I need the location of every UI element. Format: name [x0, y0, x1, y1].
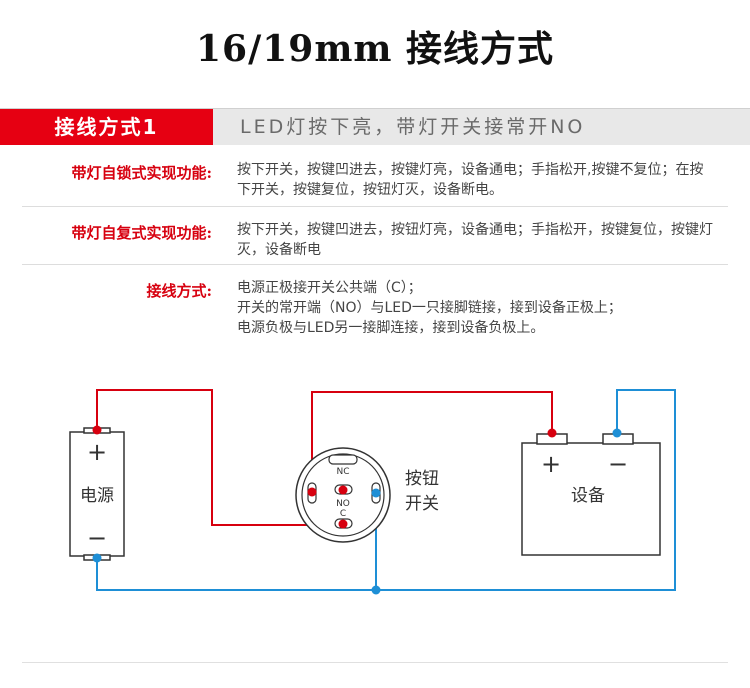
- dot-power-minus: [92, 553, 102, 563]
- device-plus-sign: +: [541, 450, 561, 478]
- self-reset-label: 带灯自复式实现功能:: [71, 224, 212, 242]
- section-tag: 接线方式1: [0, 109, 213, 145]
- row-divider: [22, 206, 728, 207]
- power-negative-wire: [96, 389, 676, 591]
- self-reset-text: 按下开关，按键凹进去，按钮灯亮，设备通电；手指松开，按键复位，按键灯灭，设备断电: [237, 222, 713, 258]
- power-to-common-wire: [96, 389, 334, 526]
- dot-switch-led: [371, 488, 381, 498]
- power-supply: + 电源 −: [69, 427, 125, 561]
- wiring-diagram: + 电源 − NC NO C 按钮 开关 + − 设备: [69, 389, 676, 595]
- section-header: 接线方式1 LED灯按下亮，带灯开关接常开NO: [0, 108, 750, 145]
- section-description: LED灯按下亮，带灯开关接常开NO: [240, 116, 586, 138]
- wiring-line-2: 开关的常开端（NO）与LED一只接脚链接，接到设备正极上；: [237, 300, 622, 316]
- nc-label: NC: [336, 467, 349, 477]
- wiring-line-1: 电源正极接开关公共端（C）；: [237, 280, 422, 296]
- switch-label-2: 开关: [405, 494, 439, 514]
- no-to-device-plus-wire: [311, 391, 553, 492]
- dot-device-minus: [612, 428, 622, 438]
- dot-device-plus: [547, 428, 557, 438]
- wiring-label: 接线方式:: [146, 282, 212, 300]
- power-minus-sign: −: [87, 524, 107, 552]
- self-locking-label: 带灯自锁式实现功能:: [71, 164, 212, 182]
- bottom-divider: [22, 662, 728, 663]
- switch-label-1: 按钮: [405, 469, 439, 489]
- device-box: + − 设备: [521, 433, 661, 556]
- dot-power-plus: [92, 425, 102, 435]
- push-button-switch: NC NO C 按钮 开关: [295, 447, 439, 543]
- positive-wires: [96, 389, 553, 526]
- self-locking-text: 按下开关，按键凹进去，按键灯亮，设备通电；手指松开,按键不复位；在按下开关，按键…: [237, 162, 704, 198]
- wiring-line-3: 电源负极与LED另一接脚连接，接到设备负极上。: [237, 320, 545, 336]
- dot-switch-no-top: [338, 485, 348, 495]
- dot-switch-c: [338, 519, 348, 529]
- power-plus-sign: +: [87, 438, 107, 466]
- page-title: 16/19mm 接线方式: [195, 28, 555, 70]
- dot-ground-junction: [371, 585, 381, 595]
- dot-switch-no: [307, 487, 317, 497]
- junction-dots: [92, 425, 622, 595]
- wiring-text: 电源正极接开关公共端（C）； 开关的常开端（NO）与LED一只接脚链接，接到设备…: [237, 278, 717, 338]
- row-divider: [22, 264, 728, 265]
- power-label: 电源: [80, 486, 114, 506]
- device-minus-sign: −: [608, 450, 628, 478]
- no-label: NO: [336, 499, 350, 509]
- device-label: 设备: [571, 486, 605, 506]
- c-label: C: [340, 509, 346, 519]
